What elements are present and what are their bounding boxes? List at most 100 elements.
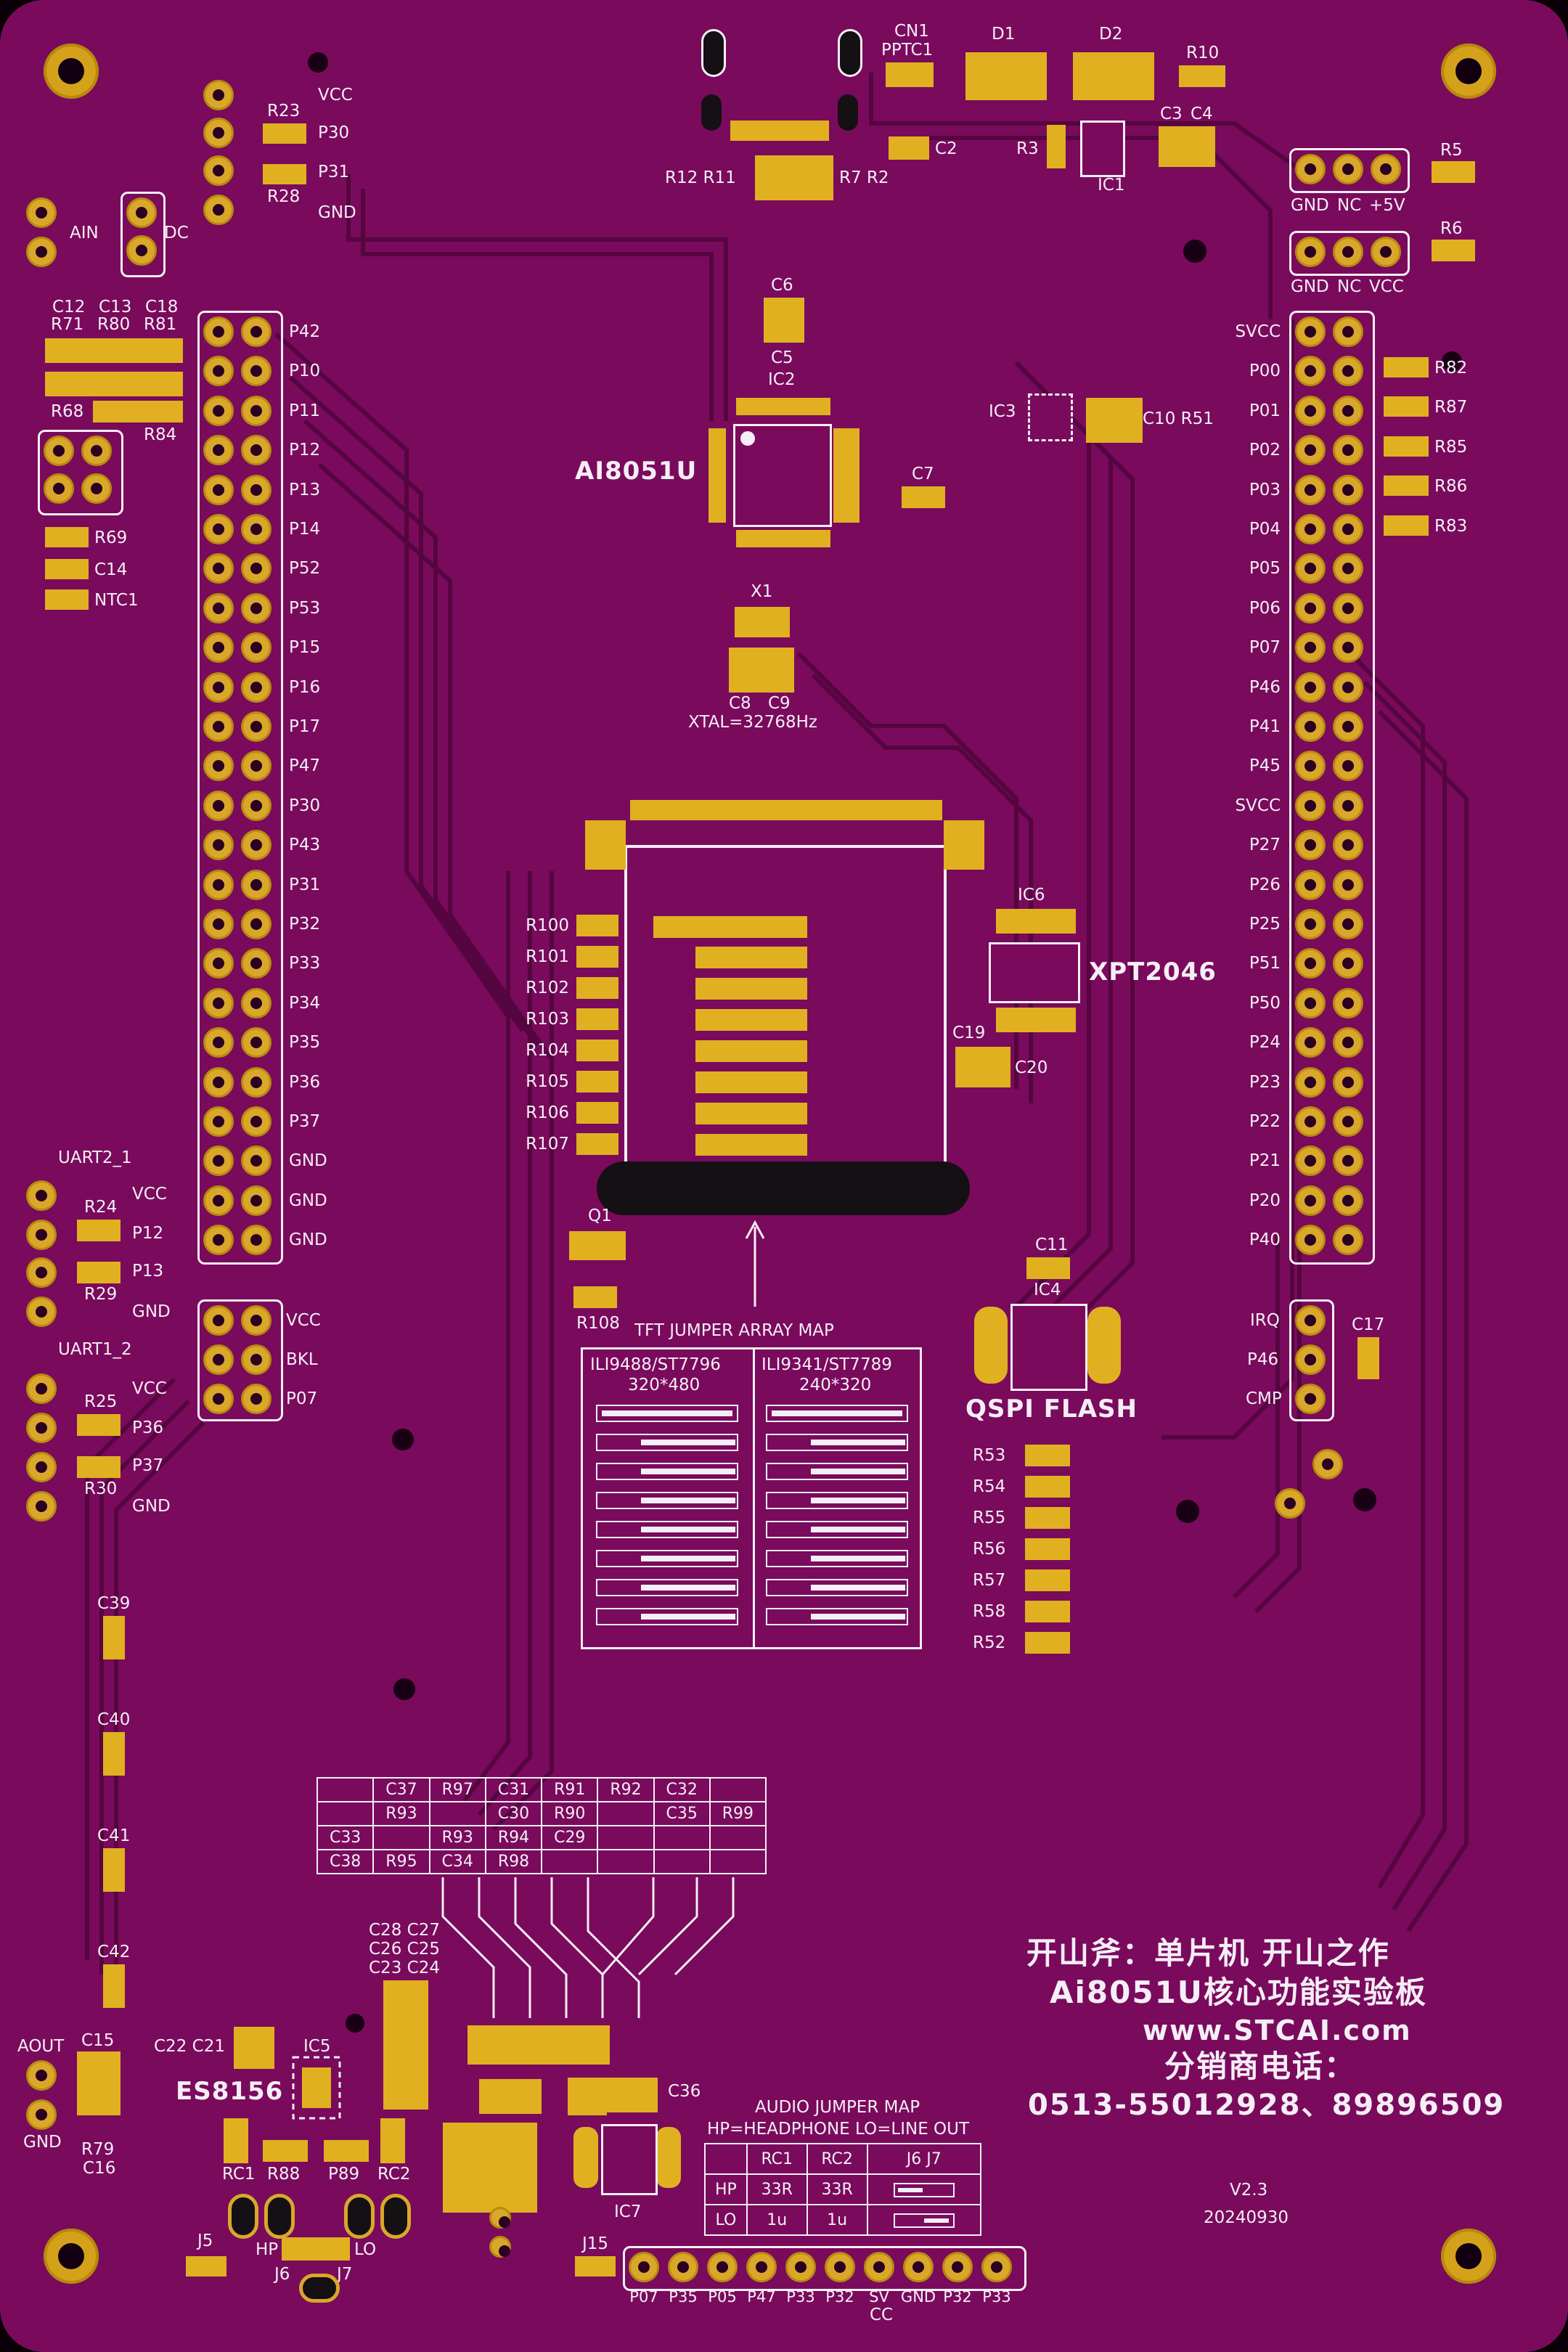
right-header-label: P27 <box>1249 836 1281 855</box>
label-c40: C40 <box>97 1710 131 1729</box>
audio-grid-cell: R99 <box>709 1801 767 1826</box>
usb-shield-right-top <box>838 29 862 77</box>
pad-r24 <box>77 1220 121 1241</box>
pin-cmp <box>1295 1384 1326 1414</box>
pin-right-a <box>1295 474 1326 505</box>
pin-left-b <box>241 514 271 544</box>
label-r71: R71 <box>51 315 84 334</box>
pad-j6-j7 <box>282 2237 350 2261</box>
pad-usb-res <box>755 155 833 200</box>
flash-res-label: R53 <box>973 1446 1006 1465</box>
right-res-label: R82 <box>1434 359 1468 377</box>
pin-left-b <box>241 474 271 505</box>
audio-grid-cell <box>709 1825 767 1850</box>
tft-res-label: R105 <box>526 1072 569 1091</box>
usb-shield-right <box>838 94 858 131</box>
label-vcc: VCC <box>318 86 353 105</box>
pin-gnd <box>203 195 234 225</box>
pin-pw2-gnd <box>1295 237 1326 267</box>
label-r88: R88 <box>267 2165 301 2184</box>
tft-map-cell <box>766 1608 908 1625</box>
audio-table-cell: RC2 <box>806 2143 868 2175</box>
tft-col1-title: ILI9488/ST7796 <box>590 1355 721 1374</box>
label-r28: R28 <box>267 187 301 206</box>
tft-map-cell <box>596 1521 738 1538</box>
pin-uart1-1 <box>26 1373 57 1404</box>
flash-ref: IC4 <box>1034 1281 1061 1299</box>
pad-flash-res <box>1025 1601 1070 1622</box>
usb-shield-left <box>701 94 722 131</box>
mcu-pin1-dot <box>740 431 755 446</box>
pin-left-a <box>203 356 234 387</box>
pin-right-b <box>1333 1027 1363 1058</box>
bottom-header-label: P07 <box>629 2288 658 2306</box>
tft-jumper-row <box>695 1071 807 1093</box>
tft-map-title: TFT JUMPER ARRAY MAP <box>634 1321 834 1340</box>
flash-pins-left <box>974 1307 1008 1384</box>
pad-cap-stack <box>383 1980 428 2110</box>
label-ain: AIN <box>70 224 99 242</box>
audio-grid-cell: C37 <box>372 1777 430 1802</box>
usb-shield-left-top <box>701 29 726 77</box>
cap-stack-2: C26 C25 <box>369 1940 440 1959</box>
uart2-p13: P13 <box>132 1262 164 1281</box>
pin-right-a <box>1295 790 1326 821</box>
pad-r6 <box>1432 240 1475 261</box>
pin-bottom <box>864 2252 894 2282</box>
tft-map-cell <box>766 1405 908 1422</box>
audio-grid-cell: R93 <box>372 1801 430 1826</box>
pin-bkl-1 <box>203 1305 234 1336</box>
label-r81: R81 <box>144 315 177 334</box>
label-lo: LO <box>354 2240 377 2259</box>
pin-irq <box>1295 1305 1326 1336</box>
pad-right-res <box>1384 475 1429 497</box>
pin-left-a <box>203 987 234 1018</box>
label-c5: C5 <box>771 348 793 367</box>
left-header-label: P34 <box>289 993 321 1013</box>
label-r3: R3 <box>1016 139 1039 158</box>
pin-right-b <box>1333 869 1363 900</box>
tft-map-cell <box>596 1550 738 1567</box>
via-1 <box>308 52 328 73</box>
right-res-label: R86 <box>1434 477 1468 497</box>
label-ntc1: NTC1 <box>94 591 139 610</box>
label-cn1: CN1 <box>894 22 929 41</box>
label-irq-p46: P46 <box>1247 1350 1279 1369</box>
pin-right-b <box>1333 830 1363 861</box>
pin-left-b <box>241 435 271 466</box>
pad-right-res <box>1384 436 1429 457</box>
audio-grid-cell: C34 <box>428 1849 486 1874</box>
left-header-label: GND <box>289 1230 327 1250</box>
pin-right-b <box>1333 592 1363 624</box>
pad-r5 <box>1432 161 1475 183</box>
mcu-pins-right <box>833 428 859 523</box>
label-c12: C12 <box>52 298 86 317</box>
label-pw1-gnd: GND <box>1291 196 1329 215</box>
pad-tft-res <box>576 1008 618 1030</box>
left-header-label: GND <box>289 1191 327 1210</box>
right-header-label: P46 <box>1249 677 1281 697</box>
pin-uart2-4 <box>26 1297 57 1327</box>
pin-left-b <box>241 987 271 1018</box>
audio-map-sub: HP=HEADPHONE LO=LINE OUT <box>707 2120 970 2139</box>
tft-fpc-tab-right <box>944 820 984 870</box>
label-c22-c21: C22 C21 <box>154 2037 225 2056</box>
audio-grid-cell <box>653 1825 711 1850</box>
label-dc: DC <box>164 224 189 242</box>
left-header-label: P14 <box>289 520 321 539</box>
right-res-label: R87 <box>1434 398 1468 417</box>
jack-pad-1 <box>228 2194 258 2239</box>
pin-dc-2 <box>126 235 157 266</box>
tft-map-bar <box>811 1614 905 1620</box>
pin-right-a <box>1295 1106 1326 1137</box>
via-8 <box>346 2014 364 2033</box>
pin-left-b <box>241 632 271 663</box>
label-c17: C17 <box>1352 1315 1385 1334</box>
label-pw1-5v: +5V <box>1369 196 1405 215</box>
label-c42: C42 <box>97 1943 131 1961</box>
audio-grid-cell: R94 <box>484 1825 543 1850</box>
pad-c39 <box>103 1616 125 1659</box>
label-q1: Q1 <box>588 1206 612 1225</box>
